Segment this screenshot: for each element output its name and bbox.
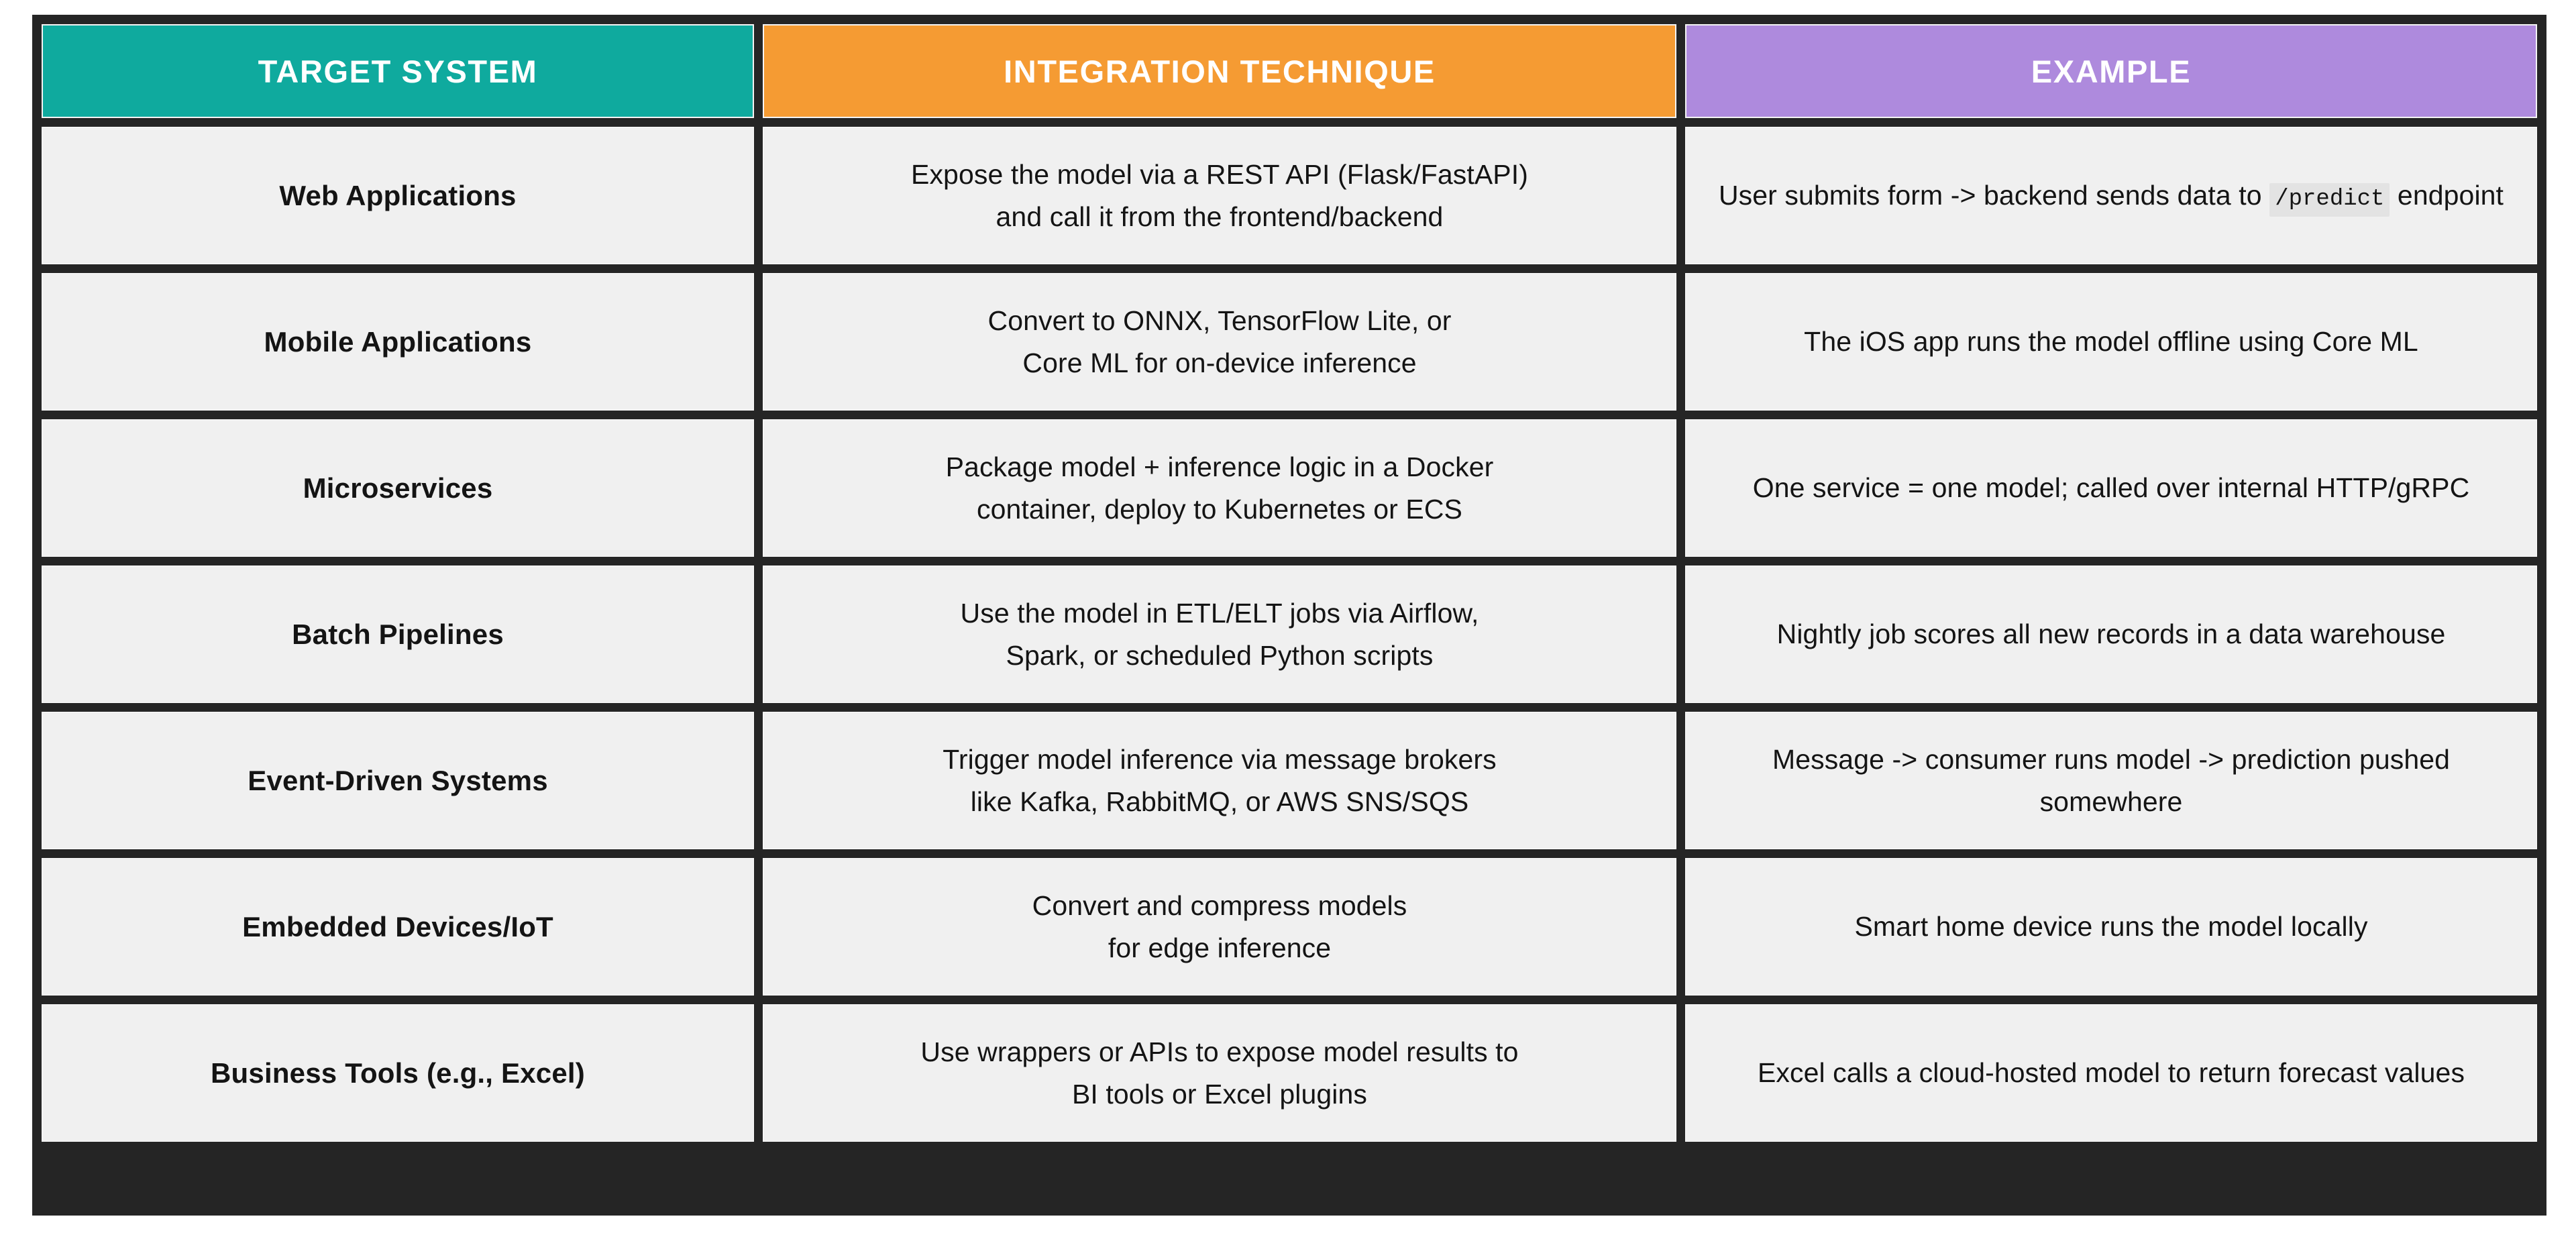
table-row: Mobile Applications Convert to ONNX, Ten… — [42, 273, 2537, 411]
cell-target-system: Embedded Devices/IoT — [42, 858, 754, 996]
cell-target-system: Web Applications — [42, 127, 754, 264]
cell-integration-technique: Package model + inference logic in a Doc… — [763, 419, 1676, 557]
cell-target-system: Microservices — [42, 419, 754, 557]
column-header-label: EXAMPLE — [2031, 53, 2192, 89]
cell-integration-technique: Use wrappers or APIs to expose model res… — [763, 1004, 1676, 1142]
cell-example: User submits form -> backend sends data … — [1685, 127, 2537, 264]
cell-example: Smart home device runs the model locally — [1685, 858, 2537, 996]
column-header-target-system: TARGET SYSTEM — [42, 24, 754, 118]
cell-example: Message -> consumer runs model -> predic… — [1685, 712, 2537, 849]
example-text: User submits form -> backend sends data … — [1709, 174, 2514, 217]
column-header-label: TARGET SYSTEM — [258, 53, 538, 89]
cell-example: Nightly job scores all new records in a … — [1685, 566, 2537, 703]
cell-integration-technique: Expose the model via a REST API (Flask/F… — [763, 127, 1676, 264]
cell-integration-technique: Convert to ONNX, TensorFlow Lite, or Cor… — [763, 273, 1676, 411]
cell-integration-technique: Trigger model inference via message brok… — [763, 712, 1676, 849]
example-prefix: User submits form -> backend sends data … — [1718, 179, 2270, 211]
cell-integration-technique: Use the model in ETL/ELT jobs via Airflo… — [763, 566, 1676, 703]
column-header-label: INTEGRATION TECHNIQUE — [1004, 53, 1436, 89]
integration-techniques-table: TARGET SYSTEM INTEGRATION TECHNIQUE EXAM… — [32, 15, 2546, 1216]
table-row: Embedded Devices/IoT Convert and compres… — [42, 858, 2537, 996]
table-row: Web Applications Expose the model via a … — [42, 127, 2537, 264]
cell-integration-technique: Convert and compress models for edge inf… — [763, 858, 1676, 996]
cell-example: One service = one model; called over int… — [1685, 419, 2537, 557]
column-header-example: EXAMPLE — [1685, 24, 2537, 118]
cell-target-system: Event-Driven Systems — [42, 712, 754, 849]
table-header-row: TARGET SYSTEM INTEGRATION TECHNIQUE EXAM… — [42, 24, 2537, 118]
table-row: Batch Pipelines Use the model in ETL/ELT… — [42, 566, 2537, 703]
cell-target-system: Batch Pipelines — [42, 566, 754, 703]
cell-example: Excel calls a cloud-hosted model to retu… — [1685, 1004, 2537, 1142]
cell-target-system: Business Tools (e.g., Excel) — [42, 1004, 754, 1142]
table-row: Business Tools (e.g., Excel) Use wrapper… — [42, 1004, 2537, 1142]
column-header-integration-technique: INTEGRATION TECHNIQUE — [763, 24, 1676, 118]
code-endpoint: /predict — [2269, 182, 2390, 217]
table-row: Event-Driven Systems Trigger model infer… — [42, 712, 2537, 849]
cell-example: The iOS app runs the model offline using… — [1685, 273, 2537, 411]
example-suffix: endpoint — [2390, 179, 2504, 211]
cell-target-system: Mobile Applications — [42, 273, 754, 411]
table-row: Microservices Package model + inference … — [42, 419, 2537, 557]
